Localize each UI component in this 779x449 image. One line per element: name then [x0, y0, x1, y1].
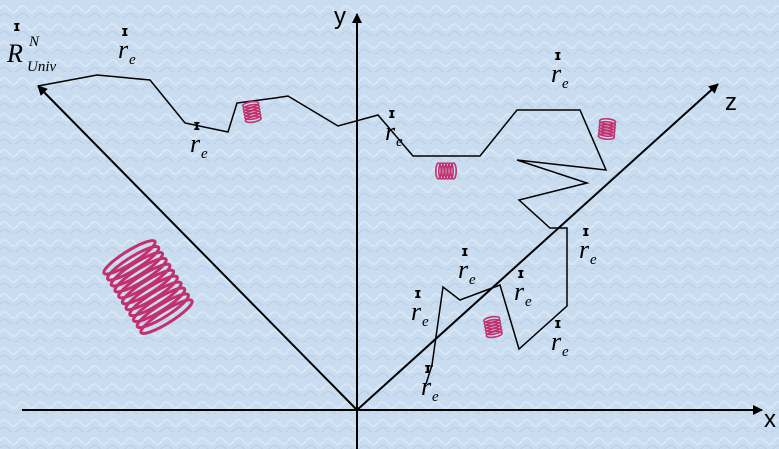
segment-subscript: e [590, 252, 597, 268]
z-axis [356, 83, 719, 411]
vector-arrow-mark: ɪ [517, 266, 525, 282]
spring-small-1 [242, 100, 262, 124]
segment-subscript: e [422, 314, 429, 330]
segment-symbol: r [551, 59, 562, 88]
vector-arrow-mark: ɪ [424, 361, 432, 377]
r-univ-subscript: Univ [27, 59, 57, 75]
spring-coil-loop [597, 132, 616, 141]
y-axis-label: y [334, 3, 346, 30]
end-to-end-vector-label: ɪ R N Univ [6, 19, 57, 75]
segment-subscript: e [129, 52, 136, 68]
segment-symbol: r [551, 327, 562, 356]
segment-symbol: r [190, 129, 201, 158]
spring-coil-loop [244, 112, 262, 121]
segment-subscript: e [525, 294, 532, 310]
coil-spring-icon [102, 239, 194, 335]
vector-arrow-mark: ɪ [414, 286, 422, 302]
z-axis-label: z [725, 89, 737, 116]
coil-spring-icon [242, 100, 262, 124]
spring-coil-loop [139, 298, 194, 335]
spring-small-3 [597, 117, 617, 141]
spring-small-2 [435, 162, 458, 180]
spring-coil-loop [135, 292, 190, 330]
segment-symbol: r [421, 372, 432, 401]
r-univ-superscript: N [28, 34, 40, 50]
segment-subscript: e [562, 344, 569, 360]
segment-symbol: r [514, 277, 525, 306]
segment-symbol: r [118, 35, 129, 64]
vector-arrow-mark: ɪ [121, 24, 129, 40]
segment-symbol: r [385, 117, 396, 146]
coil-spring-icon [597, 117, 617, 141]
spring-large [102, 239, 194, 335]
coordinate-axes [22, 13, 763, 449]
vector-arrow-mark: ɪ [582, 224, 590, 240]
spring-coil-loop [244, 115, 262, 124]
vector-arrow-mark: ɪ [13, 19, 21, 35]
spring-small-4 [483, 315, 503, 339]
vector-arrow-mark: ɪ [554, 316, 562, 332]
spring-coil-loop [597, 129, 616, 138]
spring-coil-loop [485, 327, 503, 336]
chain-path [37, 74, 608, 367]
segment-symbol: r [579, 235, 590, 264]
vector-arrow-mark: ɪ [554, 48, 562, 64]
segment-subscript: e [562, 76, 569, 92]
segment-subscript: e [201, 146, 208, 162]
vector-arrow-mark: ɪ [461, 244, 469, 260]
spring-coil-loop [450, 162, 458, 180]
vector-arrow-mark: ɪ [193, 118, 201, 134]
segment-subscript: e [396, 134, 403, 150]
spring-coil-loop [485, 330, 503, 339]
segment-subscript: e [432, 389, 439, 405]
segment-subscript: e [469, 272, 476, 288]
end-to-end-vector [37, 85, 358, 411]
vector-arrow-mark: ɪ [388, 106, 396, 122]
segment-symbol: r [458, 255, 469, 284]
r-univ-symbol: R [6, 39, 23, 68]
coil-spring-icon [483, 315, 503, 339]
spring-coil-loop [446, 162, 455, 180]
segment-symbol: r [411, 297, 422, 326]
x-axis-label: x [764, 406, 776, 433]
coil-spring-icon [435, 162, 458, 180]
chain-to-origin [425, 364, 433, 385]
